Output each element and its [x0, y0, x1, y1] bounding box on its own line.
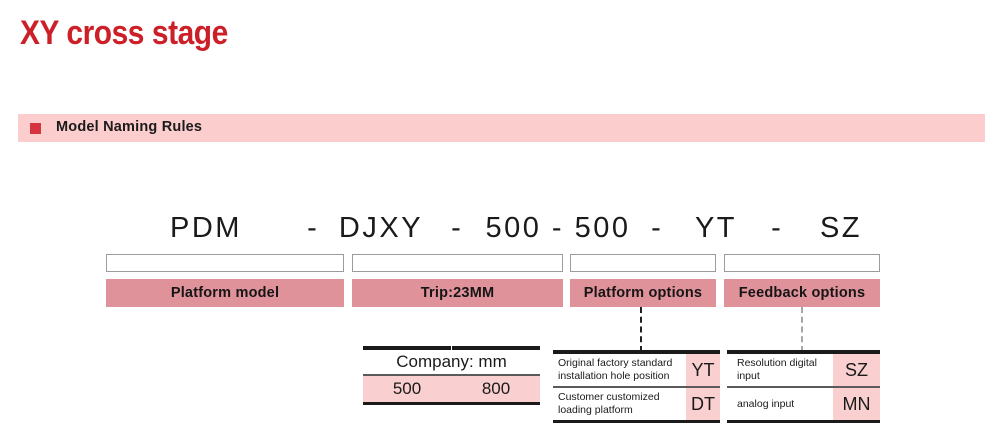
platform-option-code-yt: YT: [686, 354, 720, 386]
red-square-marker-icon: [30, 123, 41, 134]
platform-table-mid-rule: [553, 386, 720, 388]
trip-table-values-row: 500 800: [363, 376, 540, 405]
connector-feedback-options: [801, 307, 803, 352]
platform-option-description-dt: Customer customized loading platform: [553, 388, 686, 420]
value-box-platform-options[interactable]: [570, 254, 716, 272]
feedback-option-code-mn: MN: [833, 388, 880, 420]
trip-table: Company: mm 500 800: [363, 346, 540, 405]
feedback-options-row-sz[interactable]: Resolution digital input SZ: [727, 354, 880, 386]
field-label-platform-options: Platform options: [570, 279, 716, 307]
feedback-option-description-mn: analog input: [727, 388, 833, 420]
feedback-table-mid-rule: [727, 386, 880, 388]
trip-value-800: 800: [481, 379, 511, 398]
model-code-separator-4: -: [771, 212, 781, 244]
platform-table-top-rule: [553, 350, 720, 354]
field-label-platform-model: Platform model: [106, 279, 344, 307]
connector-platform-options: [640, 307, 642, 352]
model-code-separator-2: -: [451, 212, 461, 244]
section-title: Model Naming Rules: [56, 119, 203, 135]
model-code-row: PDM - DJXY - 500 - 500 - YT - SZ: [106, 209, 880, 247]
section-banner: Model Naming Rules: [18, 114, 985, 142]
model-code-separator-1: -: [307, 212, 317, 244]
model-code-segment-series: DJXY: [338, 212, 424, 244]
feedback-options-row-mn[interactable]: analog input MN: [727, 388, 880, 420]
page-title: XY cross stage: [20, 14, 228, 52]
model-code-segment-platform-model: PDM: [170, 212, 242, 244]
model-code-segment-platform-option: YT: [694, 212, 738, 244]
model-code-segment-trip: 500 - 500: [485, 212, 631, 244]
platform-options-row-dt[interactable]: Customer customized loading platform DT: [553, 388, 720, 420]
value-box-platform-model[interactable]: [106, 254, 344, 272]
platform-option-code-dt: DT: [686, 388, 720, 420]
field-label-trip: Trip:23MM: [352, 279, 563, 307]
platform-options-row-yt[interactable]: Original factory standard installation h…: [553, 354, 720, 386]
feedback-option-code-sz: SZ: [833, 354, 880, 386]
model-code-separator-3: -: [651, 212, 661, 244]
platform-options-table: Original factory standard installation h…: [553, 350, 720, 423]
value-box-feedback-options[interactable]: [724, 254, 880, 272]
platform-option-description-yt: Original factory standard installation h…: [553, 354, 686, 386]
feedback-table-bottom-rule: [727, 420, 880, 423]
model-code-segment-feedback-option: SZ: [819, 212, 863, 244]
feedback-options-table: Resolution digital input SZ analog input…: [727, 350, 880, 423]
field-label-feedback-options: Feedback options: [724, 279, 880, 307]
feedback-option-description-sz: Resolution digital input: [727, 354, 833, 386]
trip-table-header: Company: mm: [363, 350, 540, 376]
value-box-trip[interactable]: [352, 254, 563, 272]
platform-table-bottom-rule: [553, 420, 720, 423]
feedback-table-top-rule: [727, 350, 880, 354]
trip-value-500: 500: [392, 379, 422, 398]
trip-table-column-divider: [451, 346, 452, 350]
trip-table-top-rule: [363, 346, 540, 350]
